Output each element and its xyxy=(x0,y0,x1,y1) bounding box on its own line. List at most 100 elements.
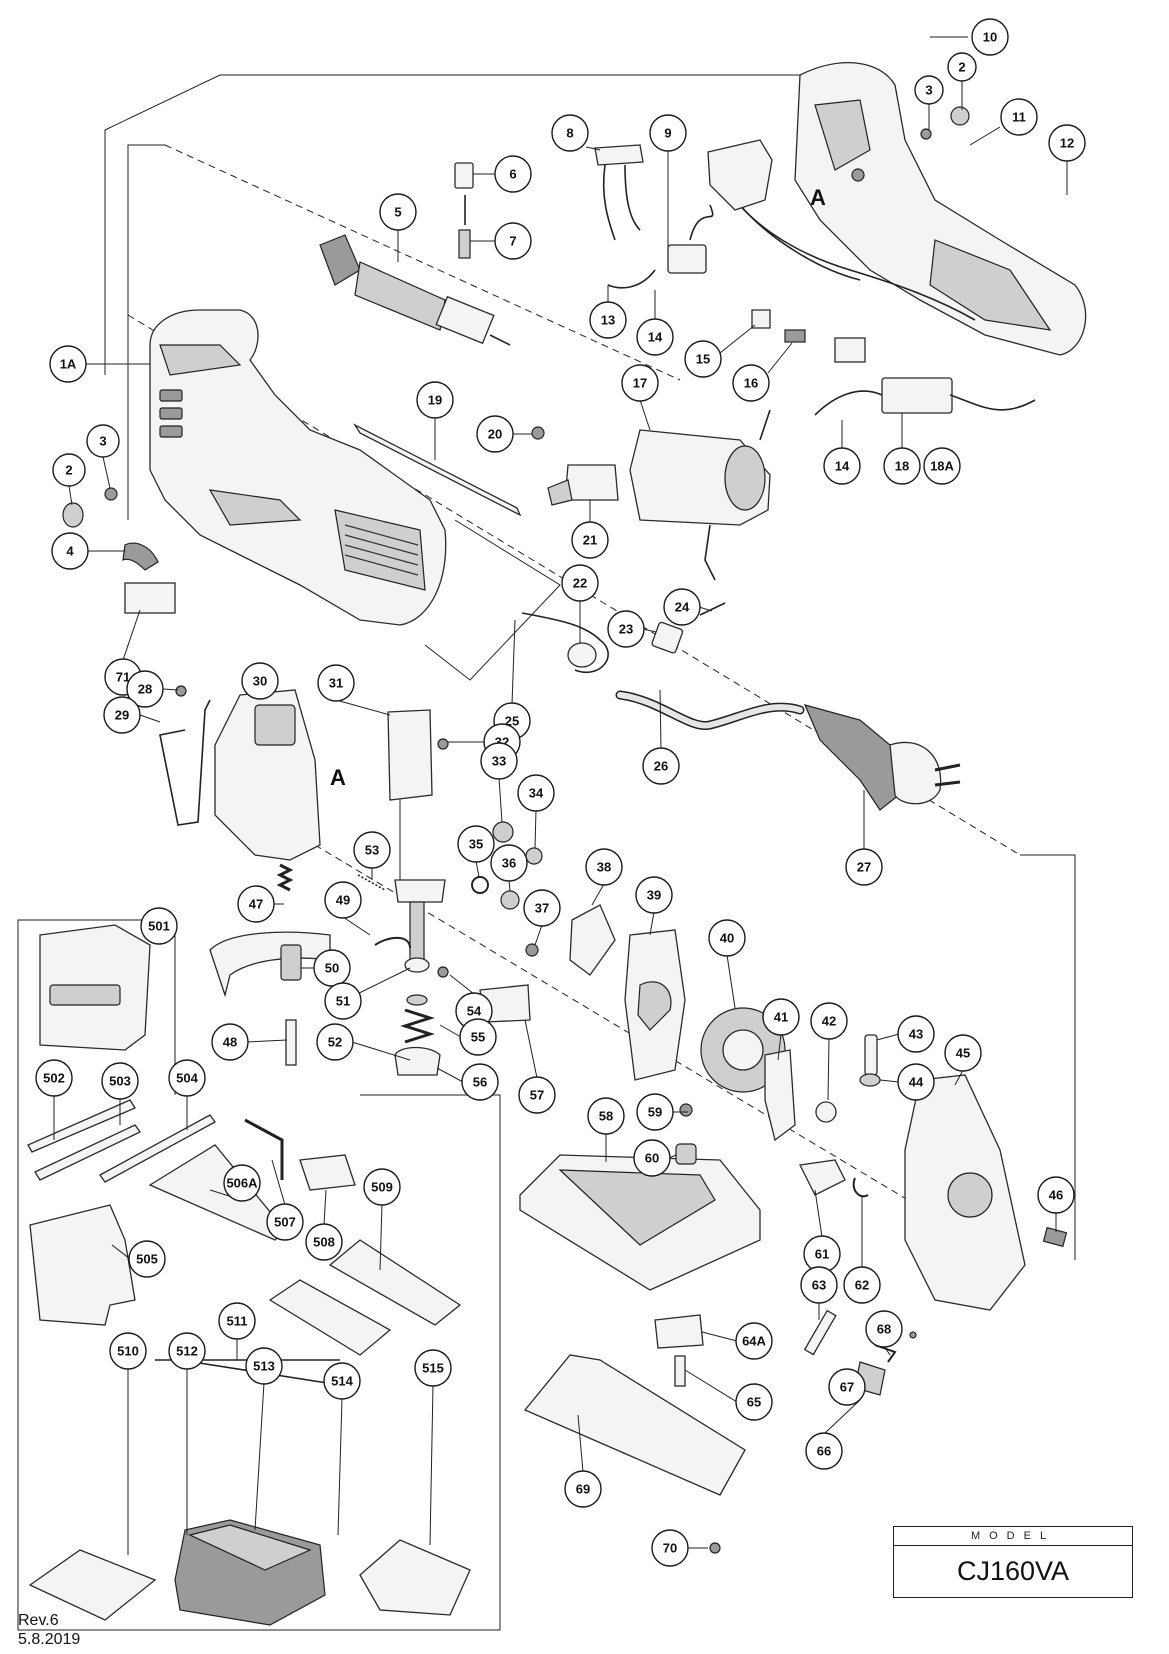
callout-34: 34 xyxy=(517,774,555,812)
callout-15: 15 xyxy=(684,340,722,378)
callout-69: 69 xyxy=(564,1470,602,1508)
svg-text:18A: 18A xyxy=(930,459,954,474)
revision-number: Rev.6 xyxy=(18,1612,59,1629)
callout-46: 46 xyxy=(1037,1176,1075,1214)
callout-50: 50 xyxy=(313,949,351,987)
svg-text:29: 29 xyxy=(115,708,129,723)
svg-text:19: 19 xyxy=(428,393,442,408)
callout-510: 510 xyxy=(109,1332,147,1370)
callout-23: 23 xyxy=(607,610,645,648)
callout-33: 33 xyxy=(480,742,518,780)
gear-train xyxy=(624,929,1068,1311)
callout-502: 502 xyxy=(35,1059,73,1097)
callout-509: 509 xyxy=(363,1168,401,1206)
svg-text:1A: 1A xyxy=(60,357,77,372)
callout-49: 49 xyxy=(324,881,362,919)
svg-text:34: 34 xyxy=(529,786,544,801)
svg-text:514: 514 xyxy=(331,1374,353,1389)
callout-56: 56 xyxy=(461,1063,499,1101)
svg-text:50: 50 xyxy=(325,961,339,976)
armature-5 xyxy=(319,234,511,346)
reference-mark-a-lower: A xyxy=(330,765,346,790)
callout-10: 10 xyxy=(971,18,1009,56)
svg-text:2: 2 xyxy=(65,463,72,478)
stator-17 xyxy=(629,409,771,581)
svg-text:67: 67 xyxy=(840,1380,854,1395)
svg-text:68: 68 xyxy=(877,1322,891,1337)
svg-text:7: 7 xyxy=(509,234,516,249)
callout-506a: 506A xyxy=(223,1164,261,1202)
svg-text:6: 6 xyxy=(509,167,516,182)
callout-65: 65 xyxy=(735,1383,773,1421)
svg-text:49: 49 xyxy=(336,893,350,908)
wiring-harness xyxy=(707,139,976,321)
svg-text:59: 59 xyxy=(648,1105,662,1120)
svg-text:60: 60 xyxy=(645,1151,659,1166)
svg-text:70: 70 xyxy=(663,1541,677,1556)
svg-text:65: 65 xyxy=(747,1395,761,1410)
callout-11: 11 xyxy=(1000,98,1038,136)
svg-text:503: 503 xyxy=(109,1074,131,1089)
callout-4: 4 xyxy=(51,532,89,570)
svg-text:507: 507 xyxy=(274,1215,296,1230)
accessories xyxy=(27,924,471,1626)
svg-text:56: 56 xyxy=(473,1075,487,1090)
callout-505: 505 xyxy=(128,1240,166,1278)
callout-512: 512 xyxy=(168,1332,206,1370)
callout-18: 18 xyxy=(883,447,921,485)
callout-515: 515 xyxy=(414,1349,452,1387)
svg-text:26: 26 xyxy=(654,759,668,774)
switch-assembly-19-21 xyxy=(353,423,619,517)
svg-text:10: 10 xyxy=(983,30,997,45)
callout-38: 38 xyxy=(585,848,623,886)
svg-text:14: 14 xyxy=(648,330,663,345)
callout-2-left: 2 xyxy=(52,453,86,487)
callout-514: 514 xyxy=(323,1362,361,1400)
svg-text:15: 15 xyxy=(696,352,710,367)
callout-501: 501 xyxy=(140,907,178,945)
svg-text:47: 47 xyxy=(249,897,263,912)
svg-text:2: 2 xyxy=(958,60,965,75)
power-cord-26-27 xyxy=(521,602,961,811)
revision-info: Rev.6 5.8.2019 xyxy=(18,1611,80,1649)
callout-58: 58 xyxy=(587,1097,625,1135)
callout-55: 55 xyxy=(459,1018,497,1056)
svg-text:48: 48 xyxy=(223,1035,237,1050)
callout-41: 41 xyxy=(762,998,800,1036)
callout-37: 37 xyxy=(523,889,561,927)
callout-3-left: 3 xyxy=(86,424,120,458)
svg-text:62: 62 xyxy=(855,1278,869,1293)
svg-text:53: 53 xyxy=(365,843,379,858)
svg-text:506A: 506A xyxy=(226,1176,258,1191)
callout-63: 63 xyxy=(800,1266,838,1304)
callout-17: 17 xyxy=(621,364,659,402)
callout-60: 60 xyxy=(633,1139,671,1177)
callout-68: 68 xyxy=(865,1310,903,1348)
svg-text:71: 71 xyxy=(116,670,130,685)
svg-text:38: 38 xyxy=(597,860,611,875)
callout-1a: 1A xyxy=(49,345,87,383)
callout-14-upper: 14 xyxy=(636,318,674,356)
svg-text:510: 510 xyxy=(117,1344,139,1359)
callout-28: 28 xyxy=(126,670,164,708)
svg-text:58: 58 xyxy=(599,1109,613,1124)
callout-24: 24 xyxy=(663,588,701,626)
svg-text:18: 18 xyxy=(895,459,909,474)
callout-57: 57 xyxy=(518,1076,556,1114)
svg-text:41: 41 xyxy=(774,1010,788,1025)
svg-text:33: 33 xyxy=(492,754,506,769)
callout-45: 45 xyxy=(944,1034,982,1072)
callout-29: 29 xyxy=(103,696,141,734)
svg-text:12: 12 xyxy=(1060,136,1074,151)
callout-2: 2 xyxy=(947,52,977,82)
switch-parts-15-18 xyxy=(751,309,1036,416)
svg-text:22: 22 xyxy=(573,576,587,591)
svg-text:5: 5 xyxy=(394,205,401,220)
callout-67: 67 xyxy=(828,1368,866,1406)
callout-503: 503 xyxy=(101,1062,139,1100)
callout-18a: 18A xyxy=(923,447,961,485)
callout-3: 3 xyxy=(914,75,944,105)
handle-housing xyxy=(794,62,1087,356)
callout-59: 59 xyxy=(636,1093,674,1131)
callout-35: 35 xyxy=(457,825,495,863)
